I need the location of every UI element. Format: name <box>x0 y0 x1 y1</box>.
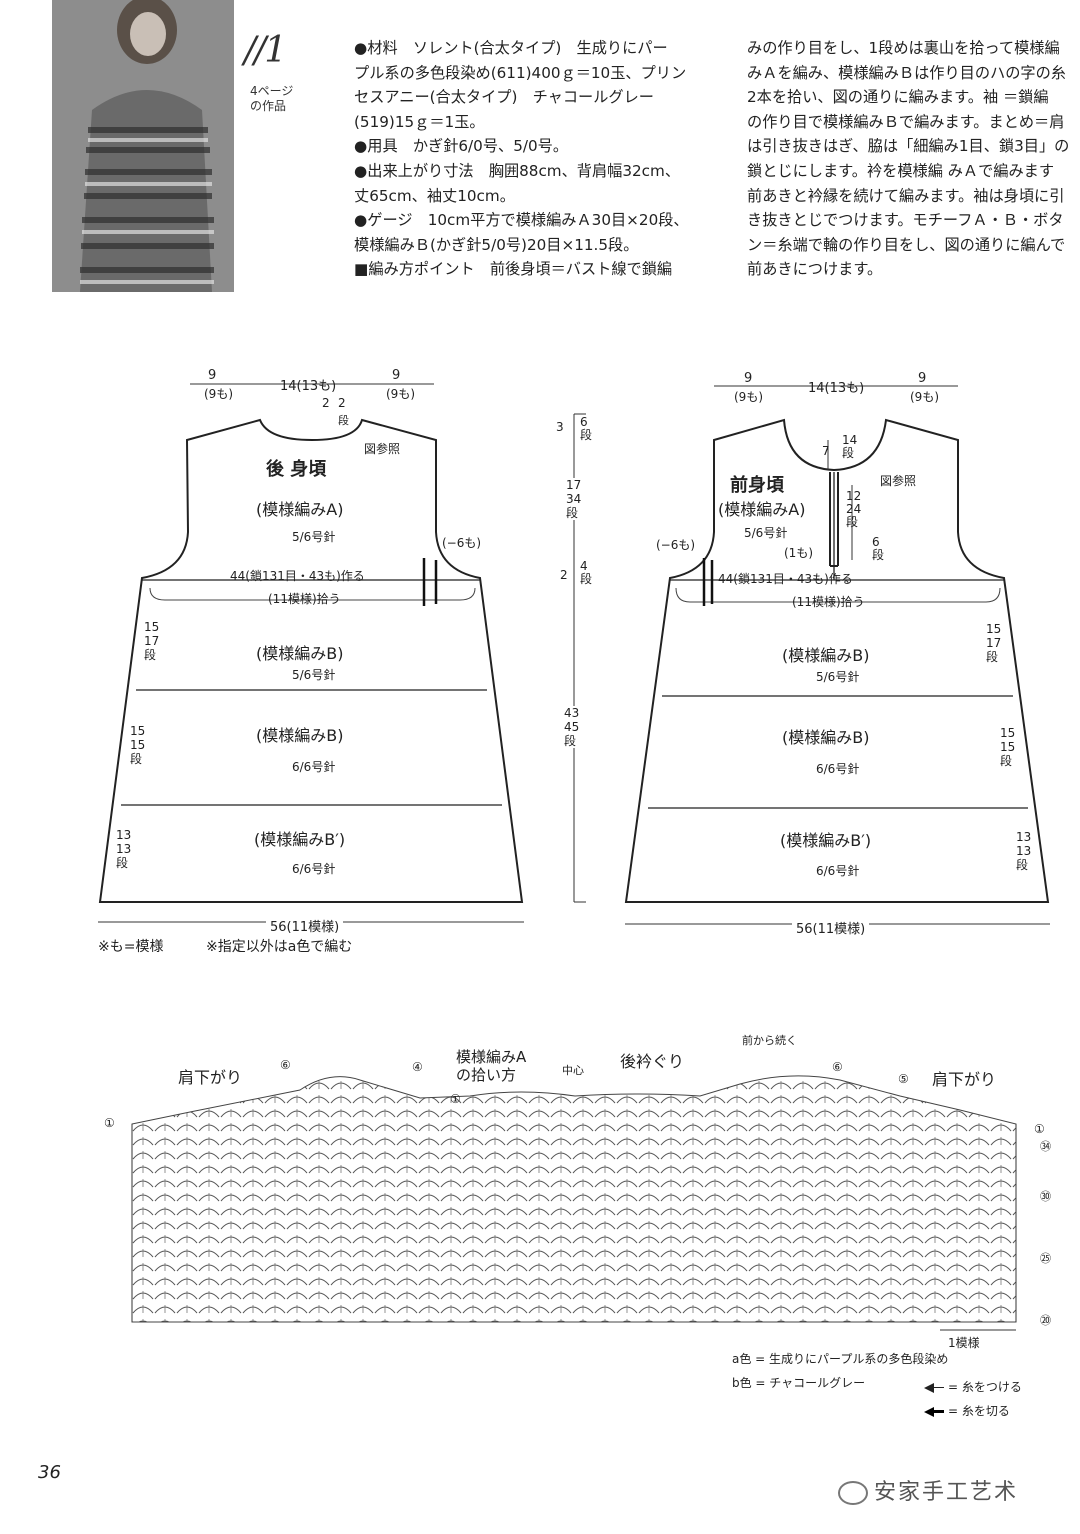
back-title: 後 身頃 <box>266 459 327 480</box>
note-pattern: ※も=模様 <box>98 939 164 955</box>
filled-arrow-icon <box>924 1406 934 1417</box>
open-arrow-icon <box>924 1382 934 1393</box>
page-number: 36 <box>38 1462 61 1483</box>
instructions-column-1: ●材料 ソレント(合太タイプ) 生成りにパー プル系の多色段染め(611)400… <box>354 39 689 279</box>
legend-attach: = 糸をつける <box>924 1378 1022 1395</box>
back-body-outline <box>98 418 524 903</box>
schematic-diagram <box>98 383 1050 925</box>
wechat-icon <box>838 1481 868 1505</box>
legend-cut: = 糸を切る <box>924 1402 1010 1419</box>
pattern-number: //1 <box>244 30 287 71</box>
legend-b: b色 = チャコールグレー <box>732 1376 866 1390</box>
front-body-outline <box>624 418 1050 903</box>
legend-a: a色 = 生成りにパープル系の多色段染め <box>732 1352 949 1366</box>
page-reference: 4ページ の作品 <box>250 84 294 113</box>
stitch-chart <box>131 1075 1017 1331</box>
instructions-column-2: みの作り目をし、1段めは裏山を拾って模様編 みＡを編み、模様編みＢは作り目のハの… <box>747 39 1070 279</box>
model-photo <box>52 0 234 292</box>
watermark: 安家手工艺术 <box>838 1474 1018 1506</box>
note-color: ※指定以外はa色で編む <box>206 939 353 955</box>
front-title: 前身頃 <box>730 475 784 496</box>
